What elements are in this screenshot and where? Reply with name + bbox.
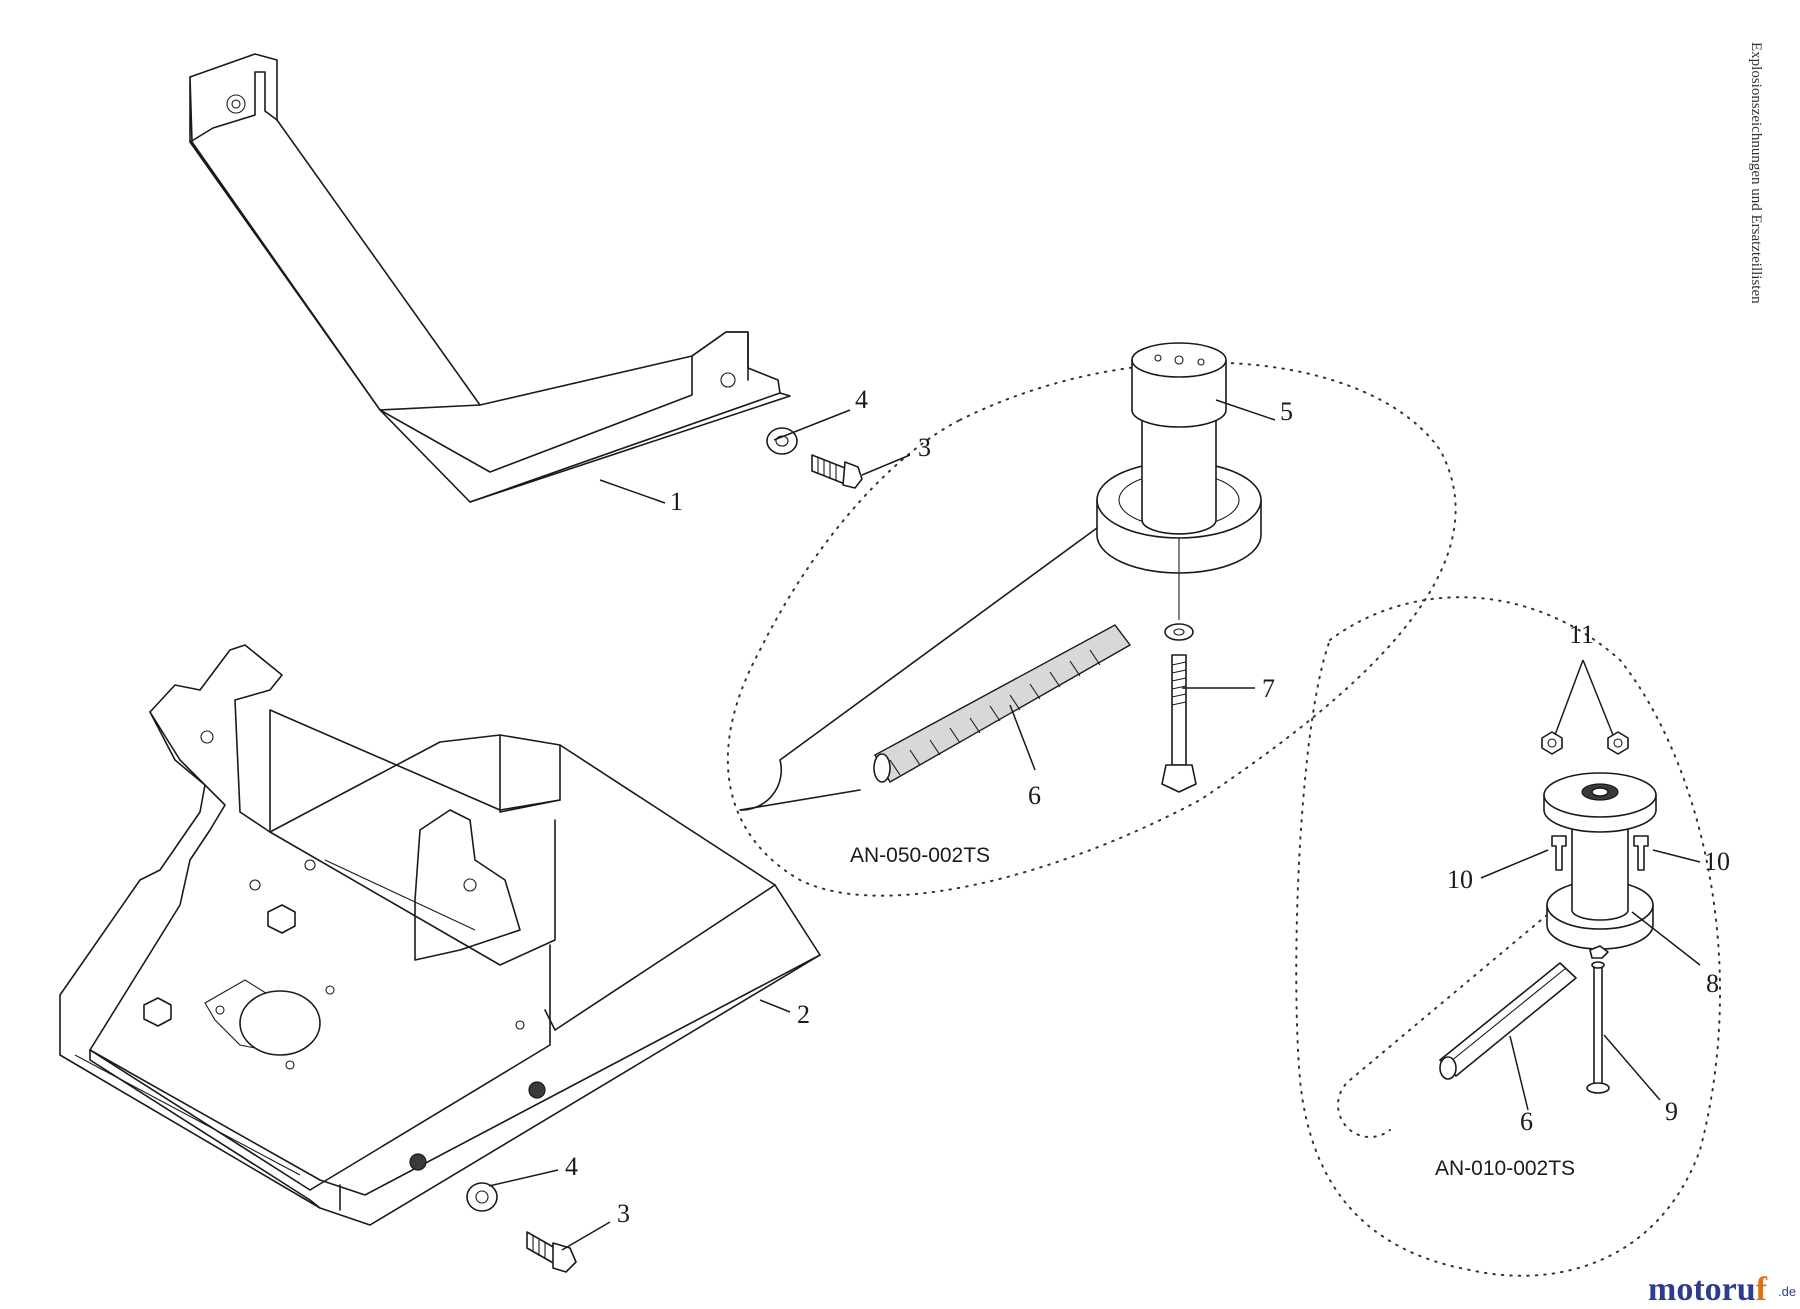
assembly-code-large: AN-050-002TS	[850, 844, 990, 867]
callout-3-top: 3	[918, 433, 931, 462]
callout-11: 11	[1569, 620, 1594, 649]
spindle-large	[739, 342, 1262, 811]
callout-9: 9	[1665, 1097, 1678, 1126]
logo-accent-text: f	[1756, 1271, 1768, 1308]
washer-bottom	[466, 1182, 498, 1212]
callout-10-right: 10	[1704, 847, 1730, 876]
spindle-small	[1337, 772, 1657, 1138]
assembly-code-small: AN-010-002TS	[1435, 1157, 1575, 1180]
bolt-top	[811, 454, 863, 489]
screws	[1551, 835, 1649, 871]
callout-6-small: 6	[1520, 1107, 1533, 1136]
nuts	[1541, 731, 1629, 755]
side-title: Explosionszeichnungen und Ersatzteillist…	[1748, 42, 1764, 304]
callout-3-bottom: 3	[617, 1199, 630, 1228]
callout-8: 8	[1706, 969, 1719, 998]
pin	[1586, 945, 1610, 1094]
outline-large-spindle	[726, 361, 1457, 897]
motoruf-logo: motoruf .de	[1648, 1271, 1796, 1308]
outline-small-spindle	[1295, 596, 1721, 1277]
bolt-bottom	[526, 1231, 577, 1273]
callout-1: 1	[670, 487, 683, 516]
logo-main-text: motoru	[1648, 1271, 1756, 1308]
shaft-small	[1439, 962, 1577, 1080]
callout-10-left: 10	[1447, 865, 1473, 894]
callout-5: 5	[1280, 397, 1293, 426]
leader-lines	[488, 399, 1701, 1251]
bolt-long	[1161, 623, 1197, 793]
svg-text:motoruf: motoruf	[1648, 1271, 1768, 1308]
callout-4-top: 4	[855, 385, 868, 414]
callout-7: 7	[1262, 674, 1275, 703]
callout-2: 2	[797, 1000, 810, 1029]
logo-tld: .de	[1778, 1284, 1796, 1299]
part-frame	[59, 644, 821, 1226]
callout-4-bottom: 4	[565, 1152, 578, 1181]
shaft-large	[873, 624, 1132, 783]
part-shield	[189, 53, 791, 503]
callout-6-large: 6	[1028, 781, 1041, 810]
